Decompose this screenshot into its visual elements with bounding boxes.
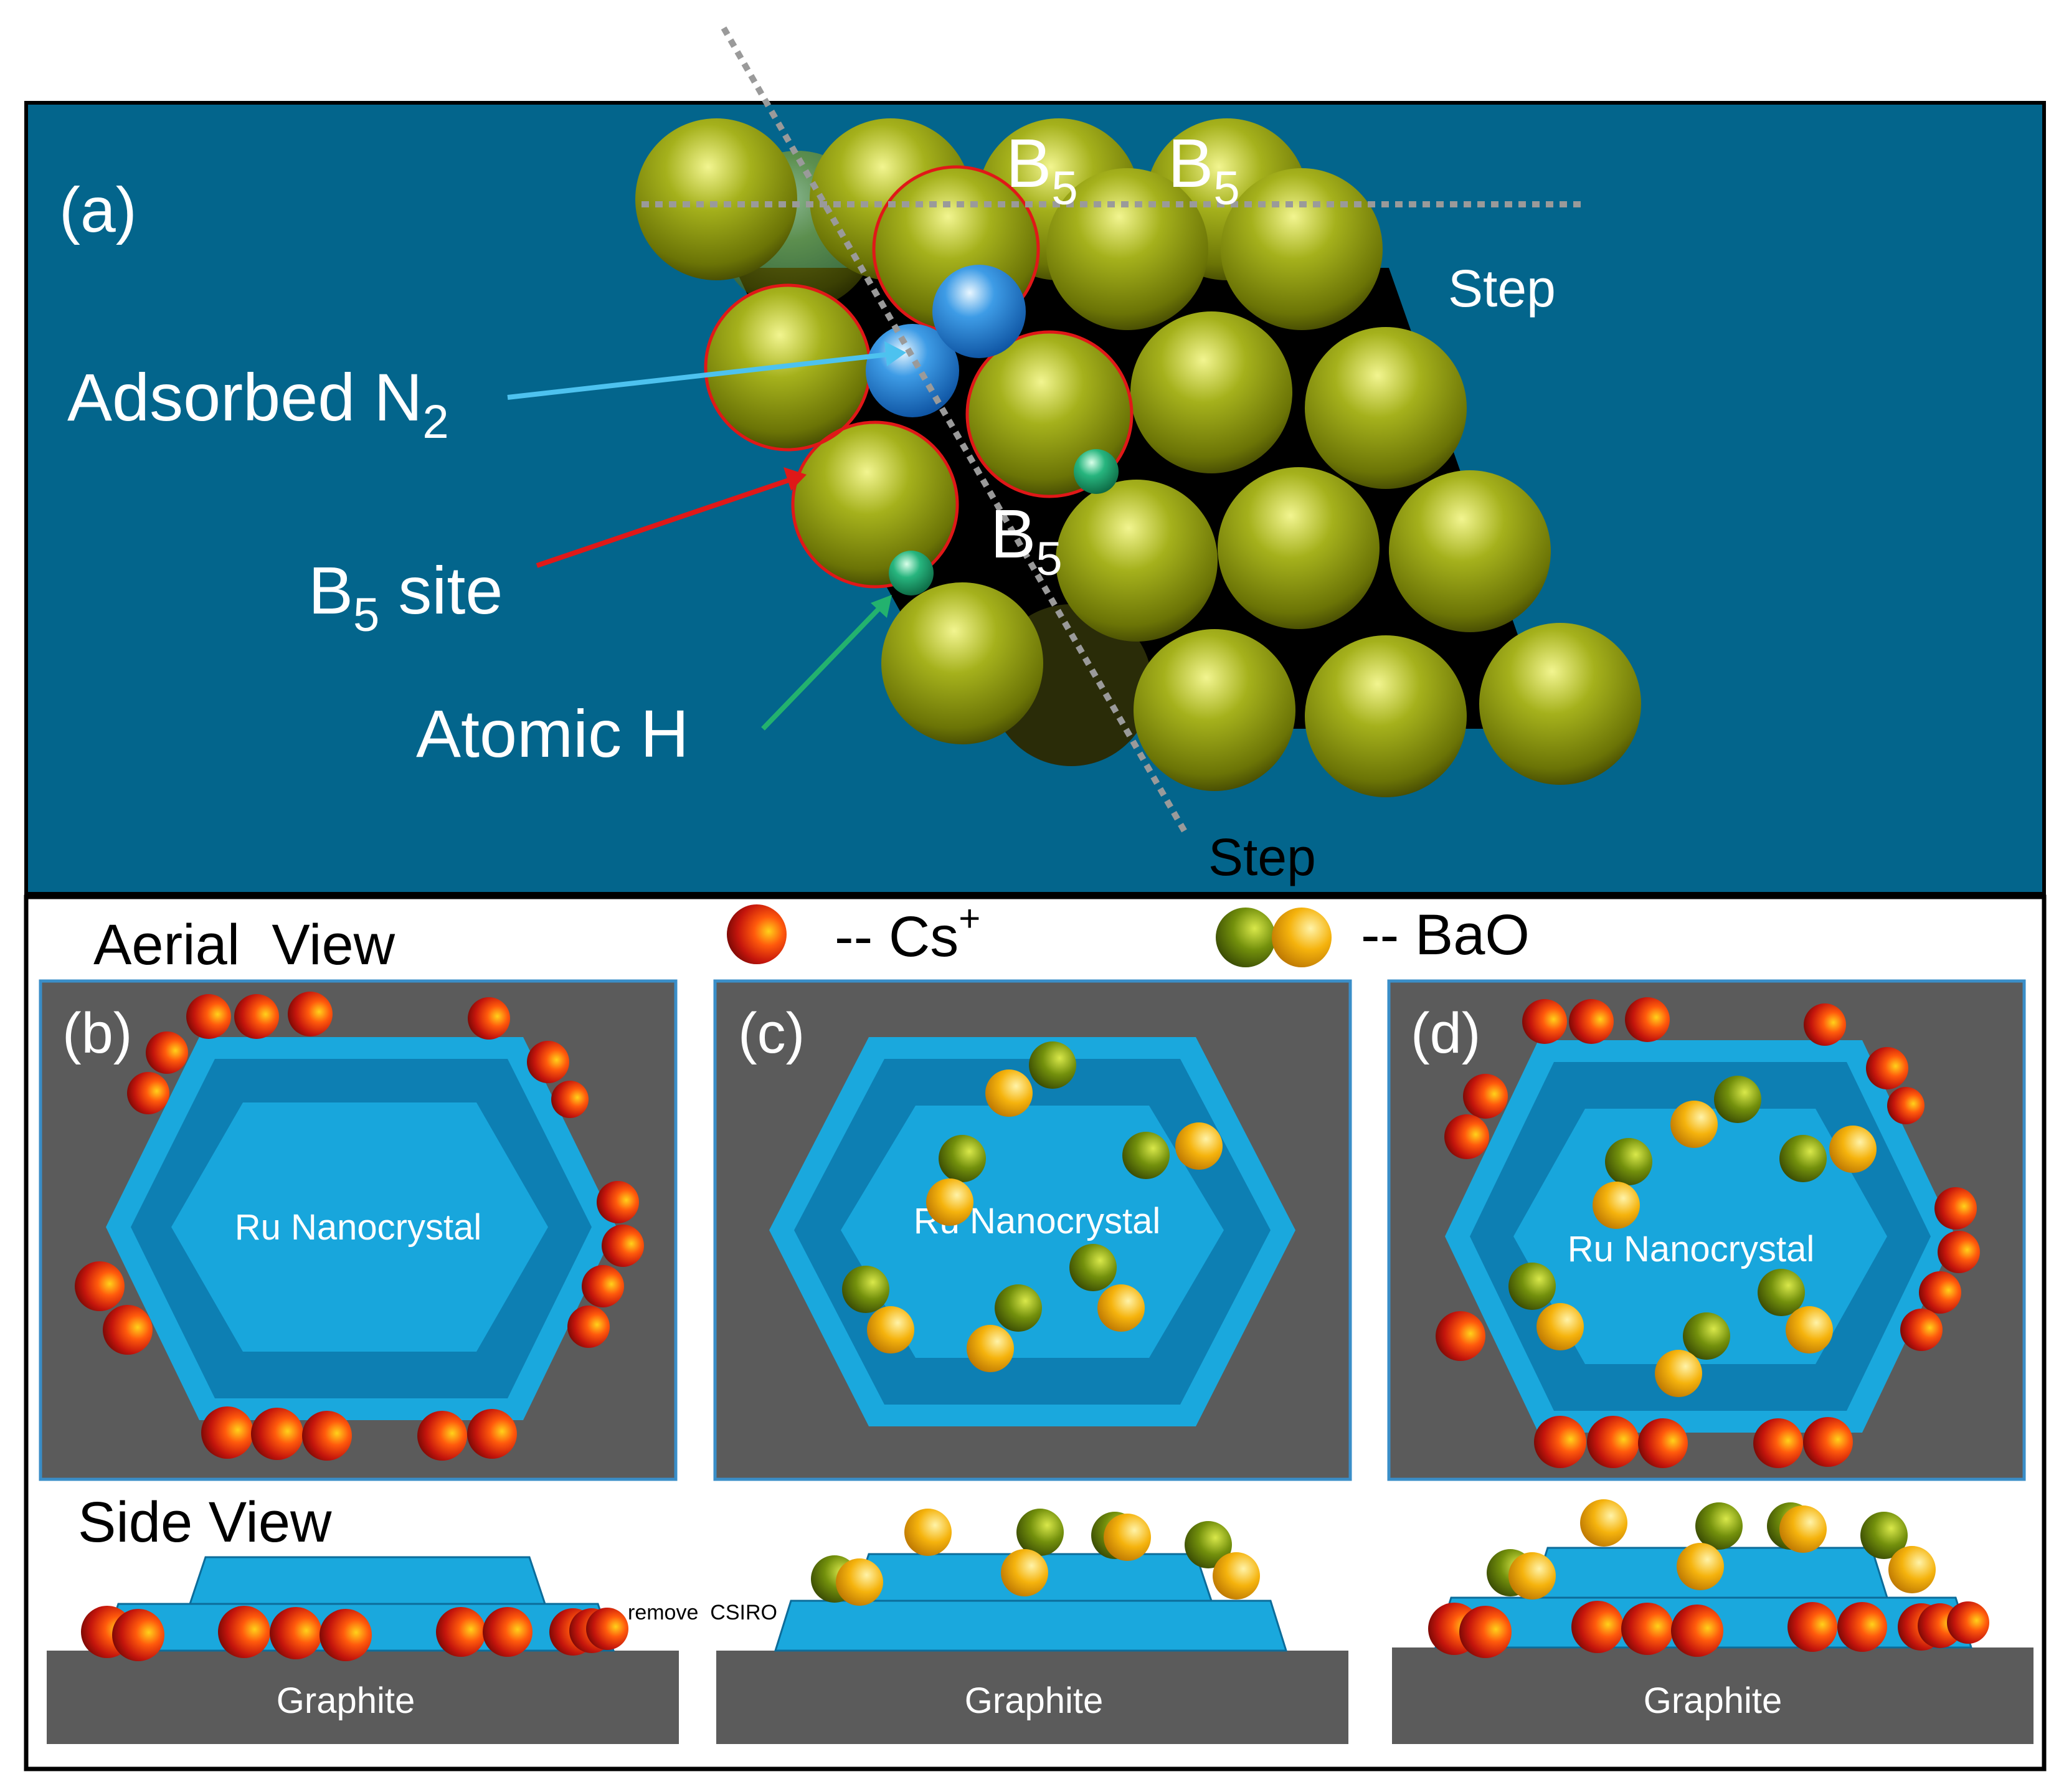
adsorbed-arrowhead <box>884 341 906 366</box>
bao-molecules-d <box>1508 1076 1877 1397</box>
stray-overlay-text: remove CSIRO <box>628 1601 777 1624</box>
side-view-label: Side View <box>78 1491 332 1554</box>
ru-nanocrystal-inner <box>171 1102 548 1352</box>
adsorbed-arrow <box>507 351 894 400</box>
h-atom <box>889 551 934 595</box>
graphite-label-c: Graphite <box>965 1681 1103 1721</box>
panel-d: Ru Nanocrystal (d) <box>1387 979 2026 1481</box>
cs-ions-side-b <box>81 1606 628 1661</box>
b5-site-label: B5 site <box>308 552 503 642</box>
ru-atom <box>1305 327 1467 489</box>
ru-atom <box>1130 311 1292 473</box>
ru-atom <box>635 118 797 280</box>
panel-a-label: (a) <box>59 174 137 245</box>
side-view-b: Graphite remove CSIRO <box>47 1556 777 1744</box>
ru-atom <box>1389 470 1551 632</box>
graphite-base-c <box>716 1651 1348 1744</box>
n2-atom <box>932 265 1026 358</box>
b5-site-arrowhead <box>784 467 807 491</box>
cs-ions-side-d <box>1428 1601 1989 1658</box>
side-view-c: Graphite <box>716 1509 1348 1744</box>
ru-atom <box>881 582 1043 744</box>
b5-label-mid: B5 <box>990 496 1063 585</box>
ru-crystal-lower-c <box>774 1600 1288 1652</box>
panel-b-label: (b) <box>62 1002 132 1065</box>
atomic-h-arrow <box>761 601 886 731</box>
atomic-h-label: Atomic H <box>416 696 689 771</box>
cs-legend-icon <box>727 904 787 964</box>
ru-atom <box>1221 168 1383 330</box>
b5-site-arrow <box>536 476 795 568</box>
panel-c: Ru Nanocrystal (c) <box>713 979 1352 1481</box>
side-view-d: Graphite <box>1392 1499 2033 1744</box>
cs-ions-b <box>75 992 644 1461</box>
bao-legend-green <box>1216 908 1276 967</box>
ru-atom <box>1056 480 1218 642</box>
ru-atom <box>1305 635 1467 797</box>
step-label-bottom: Step <box>1208 828 1316 886</box>
aerial-view-label: Aerial View <box>93 913 395 977</box>
ru-atom <box>1479 623 1641 785</box>
graphite-base-b <box>47 1651 679 1744</box>
b5-label-top-1: B5 <box>1006 125 1078 215</box>
adsorbed-n2-label: Adsorbed N2 <box>67 359 449 448</box>
ru-atom <box>794 424 956 585</box>
ru-nanocrystal-label-b: Ru Nanocrystal <box>235 1207 481 1248</box>
bao-legend-yellow <box>1272 908 1332 967</box>
panel-c-label: (c) <box>738 1002 805 1065</box>
cs-legend-label: -- Cs+ <box>835 898 980 969</box>
legend: Aerial View -- Cs+ -- BaO <box>93 898 1530 977</box>
b5-label-top-2: B5 <box>1168 125 1240 215</box>
lower-frame <box>24 894 2047 1771</box>
bao-legend-label: -- BaO <box>1361 903 1530 967</box>
atomic-h-arrowhead <box>871 595 892 618</box>
graphite-base-d <box>1392 1647 2033 1744</box>
step-label-right: Step <box>1448 259 1556 318</box>
graphite-label-d: Graphite <box>1644 1681 1782 1721</box>
ru-crystal-upper-b <box>188 1556 547 1605</box>
panel-d-label: (d) <box>1411 1002 1480 1065</box>
ru-atom <box>1046 168 1208 330</box>
bao-molecules-side-d <box>1487 1499 1936 1600</box>
ru-atom <box>1134 629 1295 791</box>
ru-atom <box>1218 467 1380 629</box>
bao-molecules-c <box>842 1041 1223 1372</box>
bao-molecules-side-c <box>811 1509 1260 1606</box>
step-line-diagonal <box>721 26 1190 837</box>
ru-nanocrystal-label-d: Ru Nanocrystal <box>1568 1229 1814 1269</box>
panel-a: (a) B5 B5 B5 Step Step Adsorbed N2 B5 si… <box>24 26 2046 896</box>
panel-b: Ru Nanocrystal (b) <box>39 979 678 1481</box>
graphite-label-b: Graphite <box>277 1681 415 1721</box>
h-atom <box>1074 449 1119 494</box>
cs-ions-d <box>1436 997 1980 1468</box>
